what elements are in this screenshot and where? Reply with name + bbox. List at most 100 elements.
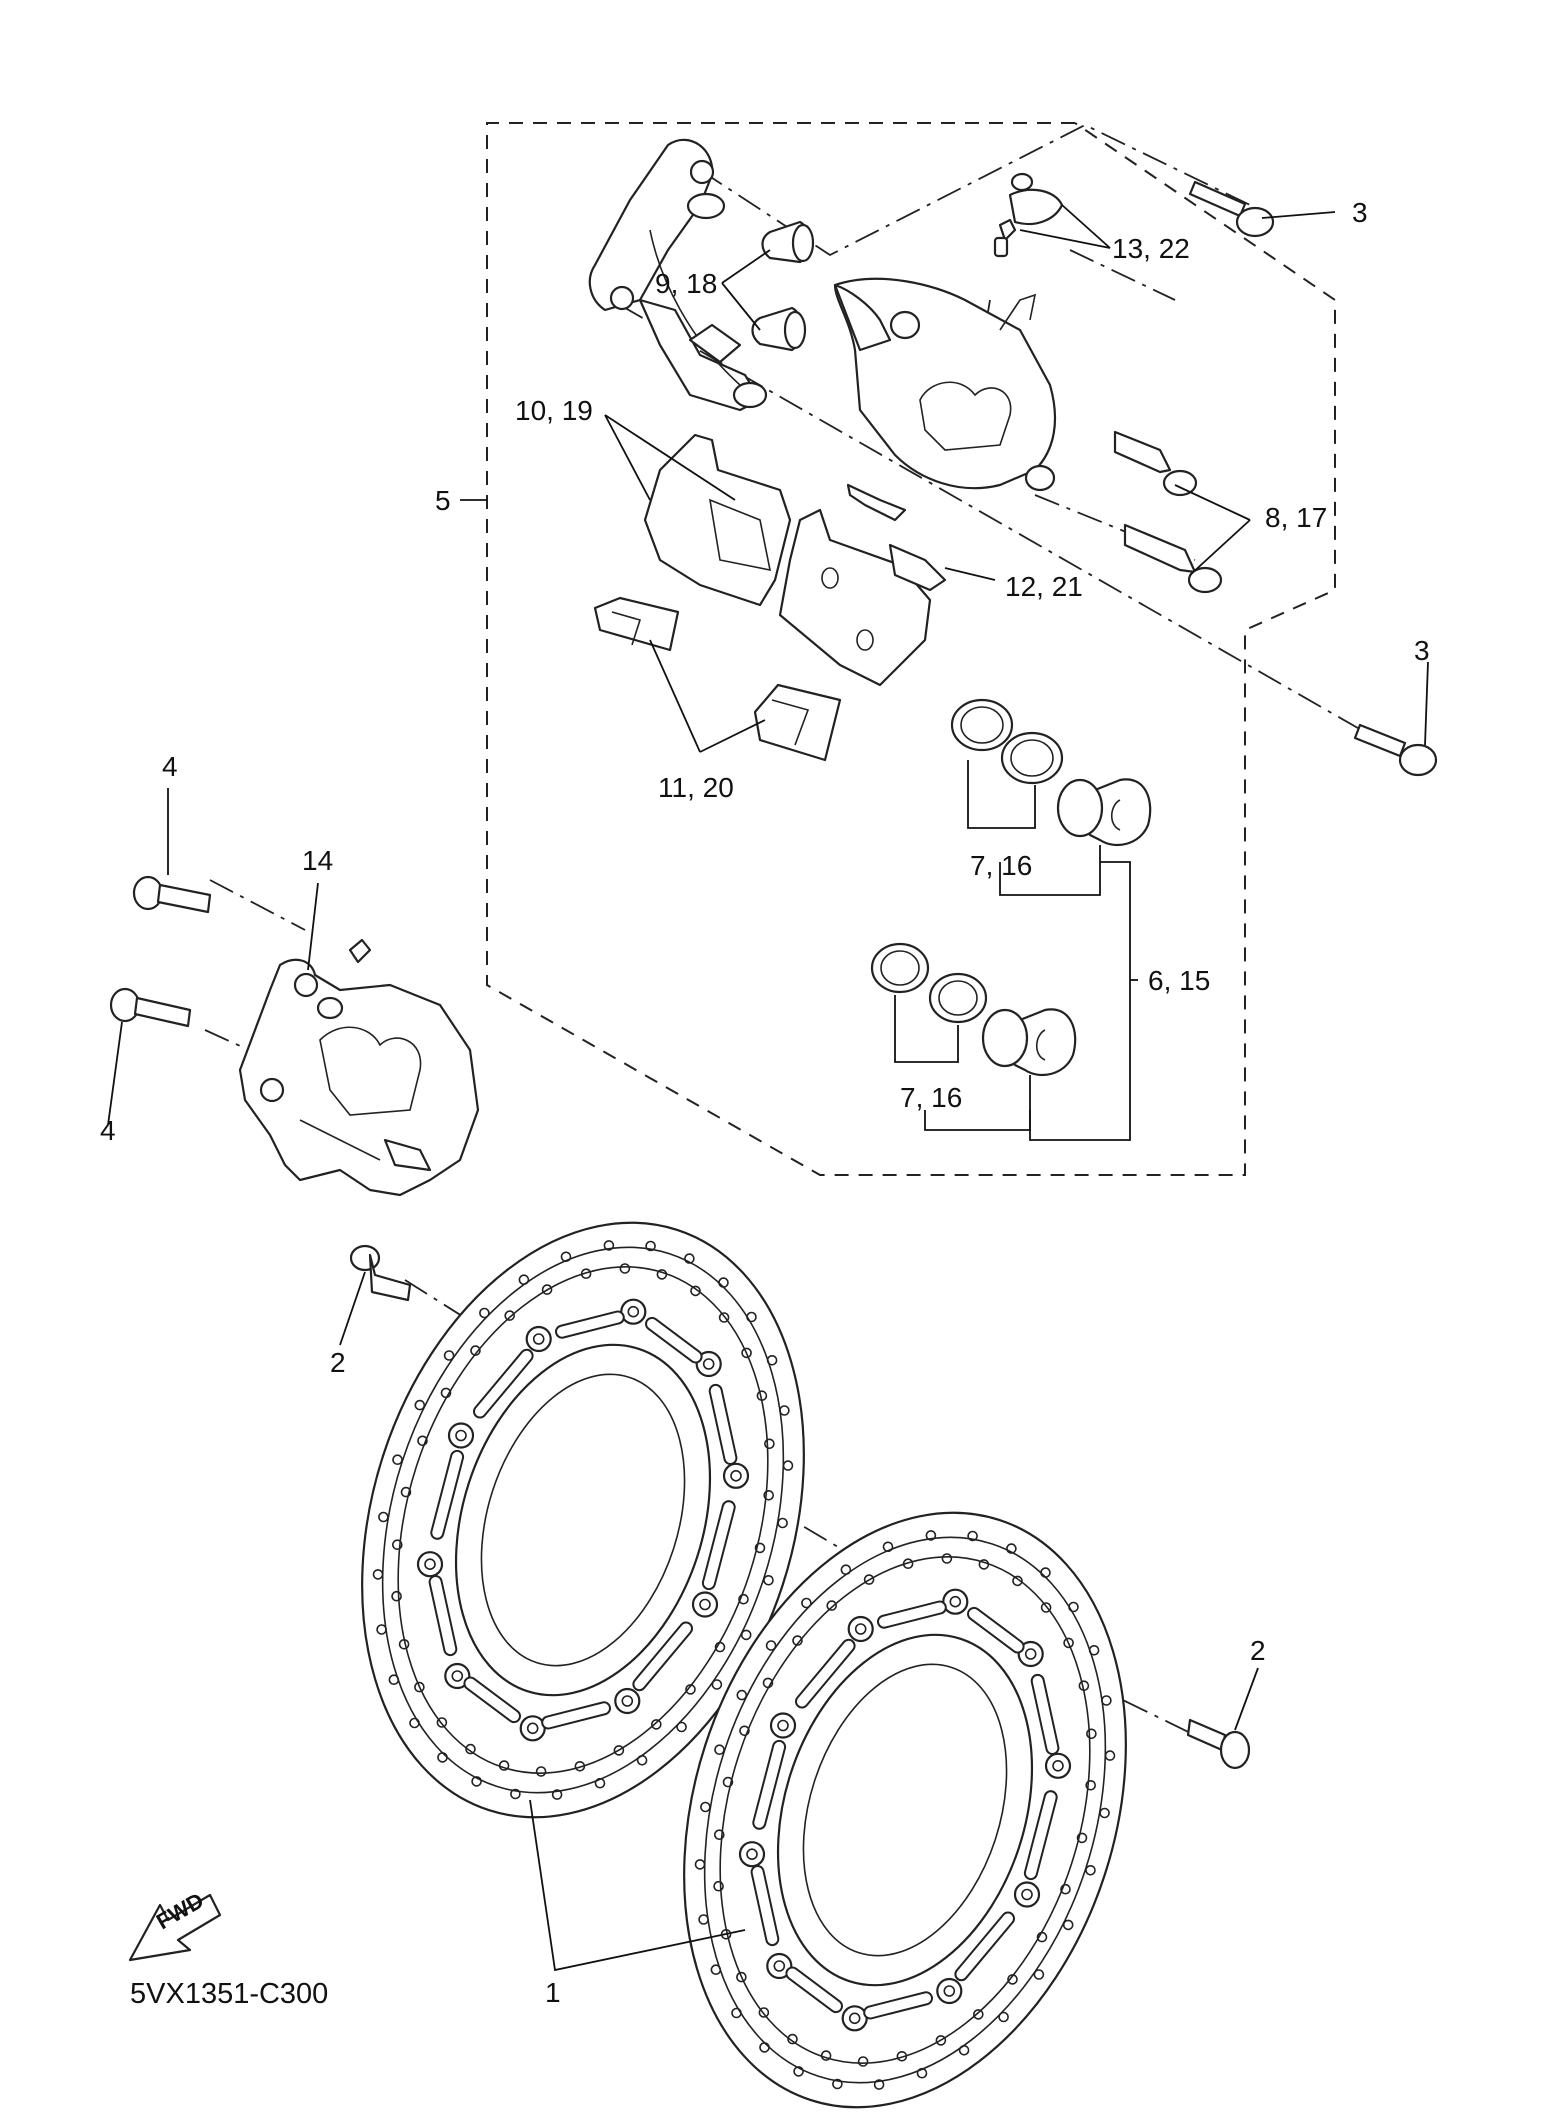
cooling-hole: [1088, 1645, 1100, 1656]
carrier-slot-inner: [1025, 1792, 1056, 1879]
bleed-screw: [993, 172, 1064, 258]
callout-bleed-screw: 13, 22: [1112, 233, 1190, 264]
cooling-hole: [863, 1574, 875, 1585]
caliper-bolt-top: [132, 875, 212, 914]
cooling-hole: [722, 1776, 734, 1788]
cooling-hole: [574, 1761, 586, 1772]
callout-disc-bolt-right: 2: [1250, 1635, 1266, 1666]
cooling-hole: [684, 1253, 695, 1264]
piston-seals-lower: [870, 942, 988, 1024]
disc-rivet: [936, 1977, 963, 2005]
cooling-hole: [787, 2033, 798, 2045]
cooling-hole: [740, 1629, 752, 1641]
callout-caliper-right: 14: [302, 845, 333, 876]
cooling-hole: [902, 1558, 914, 1569]
disc-rivet: [695, 1350, 722, 1378]
cooling-hole: [392, 1454, 403, 1465]
piston-upper: [1056, 778, 1152, 847]
callout-caliper-assy: 5: [435, 485, 451, 516]
carrier-slot-inner: [432, 1451, 463, 1538]
disc-rivet: [416, 1551, 444, 1578]
brake-pads: [643, 433, 932, 687]
carrier-slot-inner: [969, 1608, 1023, 1652]
cooling-hole: [510, 1788, 521, 1800]
disc-rivet-center: [730, 1470, 742, 1482]
cooling-hole: [766, 1355, 778, 1366]
cooling-hole: [873, 2079, 885, 2090]
carrier-slot-inner: [865, 1993, 931, 2018]
cooling-hole: [1063, 1637, 1074, 1649]
brake-disc-right: [683, 1511, 1127, 2109]
disc-rivet-center: [699, 1598, 711, 1611]
disc-rivet-center: [1021, 1888, 1033, 1901]
cooling-hole: [376, 1624, 387, 1635]
cooling-hole: [1085, 1780, 1096, 1791]
disc-rivet: [525, 1325, 552, 1353]
disc-rivet-center: [854, 1623, 867, 1635]
carrier-slot-inner: [557, 1312, 623, 1337]
cooling-hole: [765, 1640, 777, 1651]
cooling-hole: [645, 1240, 656, 1252]
cooling-hole: [613, 1745, 625, 1756]
carrier-slot-inner: [956, 1913, 1013, 1980]
cooling-hole: [656, 1269, 668, 1280]
disc-rivet: [1013, 1881, 1041, 1908]
disc-bolt-left: [349, 1244, 412, 1302]
cooling-hole: [1068, 1601, 1079, 1613]
cooling-hole: [619, 1263, 631, 1274]
cooling-hole: [896, 2051, 908, 2062]
carrier-slot-inner: [879, 1602, 945, 1627]
cooling-hole: [738, 1593, 749, 1605]
catalog-code: 5VX1351-C300: [130, 1978, 328, 2010]
cooling-hole: [471, 1776, 482, 1787]
callout-piston-seal-upper: 7, 16: [970, 850, 1032, 881]
cooling-hole: [782, 1460, 794, 1471]
callout-boot: 9, 18: [655, 268, 717, 299]
cooling-hole: [840, 1564, 852, 1575]
disc-rivet-center: [777, 1719, 789, 1732]
cooling-hole: [1040, 1567, 1051, 1578]
cooling-hole: [1033, 1969, 1045, 1980]
cooling-hole: [1007, 1974, 1018, 1985]
carrier-slot-inner: [787, 1968, 841, 2012]
cooling-hole: [1062, 1919, 1074, 1931]
carrier-slot-inner: [430, 1577, 456, 1655]
cooling-hole: [779, 1405, 790, 1416]
disc-rivet-center: [943, 1985, 956, 1997]
disc-rivet-center: [949, 1595, 962, 1608]
brake-disc-left-features: [372, 1240, 794, 1800]
disc-rivet-center: [702, 1358, 715, 1370]
callout-pad-support: 11, 20: [658, 772, 734, 803]
cooling-hole: [535, 1766, 547, 1777]
disc-rivet: [766, 1952, 793, 1980]
disc-rivet-center: [621, 1695, 634, 1707]
cooling-hole: [941, 1553, 953, 1564]
disc-bolt-right: [1186, 1718, 1251, 1770]
cooling-hole: [763, 1575, 774, 1586]
fwd-direction-badge: FWD: [128, 1888, 222, 1962]
cooling-hole: [756, 1390, 768, 1401]
cooling-hole: [764, 1438, 775, 1450]
bracket-bolt-top: [1188, 180, 1275, 238]
piston-seals-upper: [950, 698, 1064, 785]
cooling-hole: [465, 1743, 476, 1755]
pad-pins: [1113, 430, 1223, 594]
disc-rivet-center: [848, 2012, 861, 2025]
caliper-right: [238, 938, 480, 1197]
caliper-bolt-bottom: [109, 987, 192, 1028]
cooling-hole: [777, 1517, 788, 1529]
disc-rivet-center: [1024, 1648, 1037, 1660]
cooling-hole: [409, 1717, 420, 1729]
caliper-body: [833, 277, 1057, 492]
cooling-hole: [1101, 1695, 1112, 1706]
callout-piston: 6, 15: [1148, 965, 1210, 996]
cooling-hole: [935, 2035, 947, 2046]
carrier-slot-inner: [797, 1640, 854, 1707]
leader-lines: [107, 204, 1429, 1972]
callout-disc-bolt-left: 2: [330, 1347, 346, 1378]
cooling-hole: [636, 1755, 648, 1766]
cooling-hole: [710, 1964, 722, 1975]
cooling-hole: [650, 1719, 662, 1730]
cooling-hole: [440, 1387, 452, 1399]
